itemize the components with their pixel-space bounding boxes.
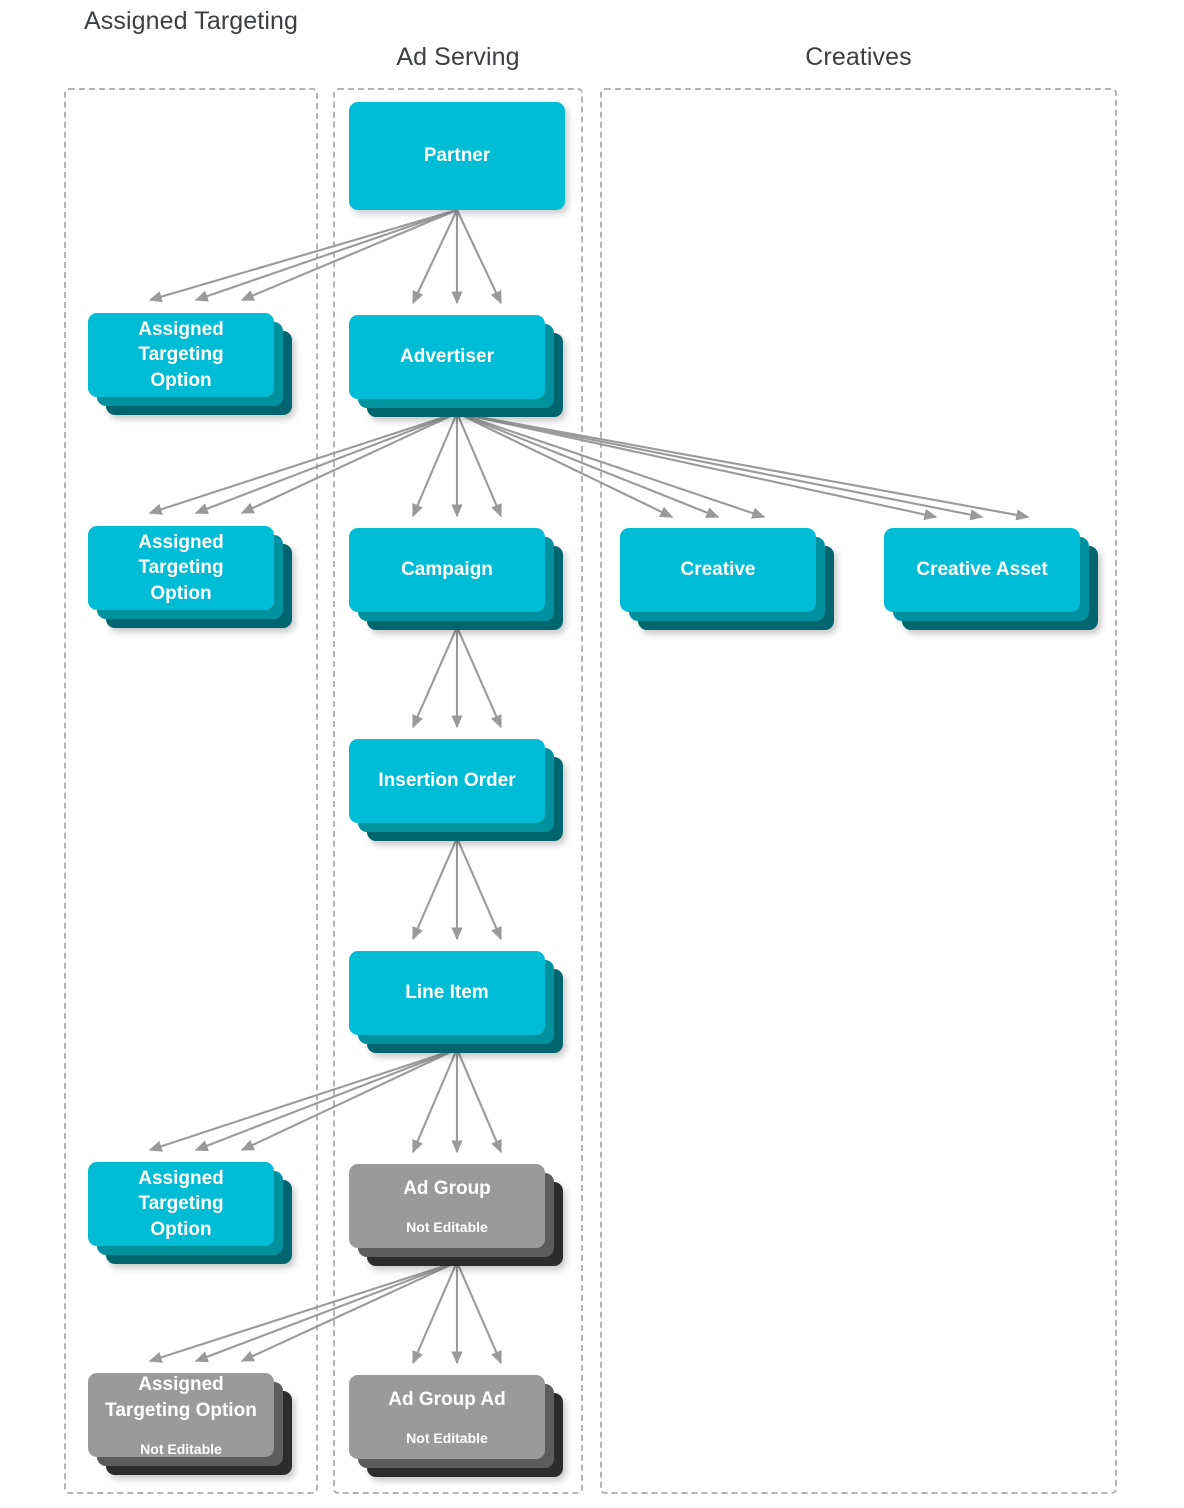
- node-assigned-targeting-option-line-item[interactable]: Assigned Targeting Option: [88, 1162, 292, 1264]
- column-header-creatives: Creatives: [805, 43, 912, 71]
- card-layer-front: Assigned Targeting Option: [88, 1162, 274, 1246]
- node-ad-group[interactable]: Ad Group Not Editable: [349, 1164, 563, 1266]
- node-title: Creative: [680, 559, 756, 581]
- node-advertiser[interactable]: Advertiser: [349, 315, 563, 417]
- node-title: Assigned Targeting Option: [138, 319, 224, 391]
- node-title: Campaign: [401, 559, 493, 581]
- node-line-item[interactable]: Line Item: [349, 951, 563, 1053]
- node-partner[interactable]: Partner: [349, 102, 565, 210]
- node-title: Assigned Targeting Option: [105, 1374, 257, 1421]
- node-ad-group-ad[interactable]: Ad Group Ad Not Editable: [349, 1375, 563, 1477]
- node-title: Creative Asset: [916, 559, 1048, 581]
- node-creative[interactable]: Creative: [620, 528, 834, 630]
- node-editability-label: Not Editable: [406, 1430, 488, 1447]
- card-layer-front: Assigned Targeting Option: [88, 313, 274, 397]
- card-layer-front: Ad Group Ad Not Editable: [349, 1375, 545, 1459]
- node-editability-label: Not Editable: [140, 1440, 222, 1457]
- card-layer-front: Partner: [349, 102, 565, 210]
- node-editability-label: Not Editable: [406, 1219, 488, 1236]
- node-title: Assigned Targeting Option: [138, 532, 224, 604]
- node-title: Partner: [423, 145, 491, 167]
- column-frame-assigned-targeting: [64, 88, 318, 1494]
- node-assigned-targeting-option-advertiser[interactable]: Assigned Targeting Option: [88, 526, 292, 628]
- card-layer-front: Creative Asset: [884, 528, 1080, 612]
- card-layer-front: Assigned Targeting Option: [88, 526, 274, 610]
- node-title: Advertiser: [400, 346, 494, 368]
- node-title: Ad Group Ad: [388, 1388, 506, 1410]
- node-title: Insertion Order: [378, 770, 516, 792]
- card-layer-front: Campaign: [349, 528, 545, 612]
- card-layer-front: Ad Group Not Editable: [349, 1164, 545, 1248]
- column-frame-creatives: [600, 88, 1117, 1494]
- node-campaign[interactable]: Campaign: [349, 528, 563, 630]
- node-title: Line Item: [405, 982, 489, 1004]
- card-layer-front: Insertion Order: [349, 739, 545, 823]
- card-layer-front: Assigned Targeting Option Not Editable: [88, 1373, 274, 1457]
- card-layer-front: Creative: [620, 528, 816, 612]
- column-frame-ad-serving: [333, 88, 583, 1494]
- node-assigned-targeting-option-ad-group[interactable]: Assigned Targeting Option Not Editable: [88, 1373, 292, 1475]
- card-layer-front: Advertiser: [349, 315, 545, 399]
- node-creative-asset[interactable]: Creative Asset: [884, 528, 1098, 630]
- node-insertion-order[interactable]: Insertion Order: [349, 739, 563, 841]
- card-layer-front: Line Item: [349, 951, 545, 1035]
- column-header-assigned-targeting: Assigned Targeting: [84, 7, 298, 35]
- column-header-ad-serving: Ad Serving: [396, 43, 520, 71]
- node-assigned-targeting-option-partner[interactable]: Assigned Targeting Option: [88, 313, 292, 415]
- node-title: Assigned Targeting Option: [138, 1168, 224, 1240]
- node-title: Ad Group: [403, 1177, 491, 1199]
